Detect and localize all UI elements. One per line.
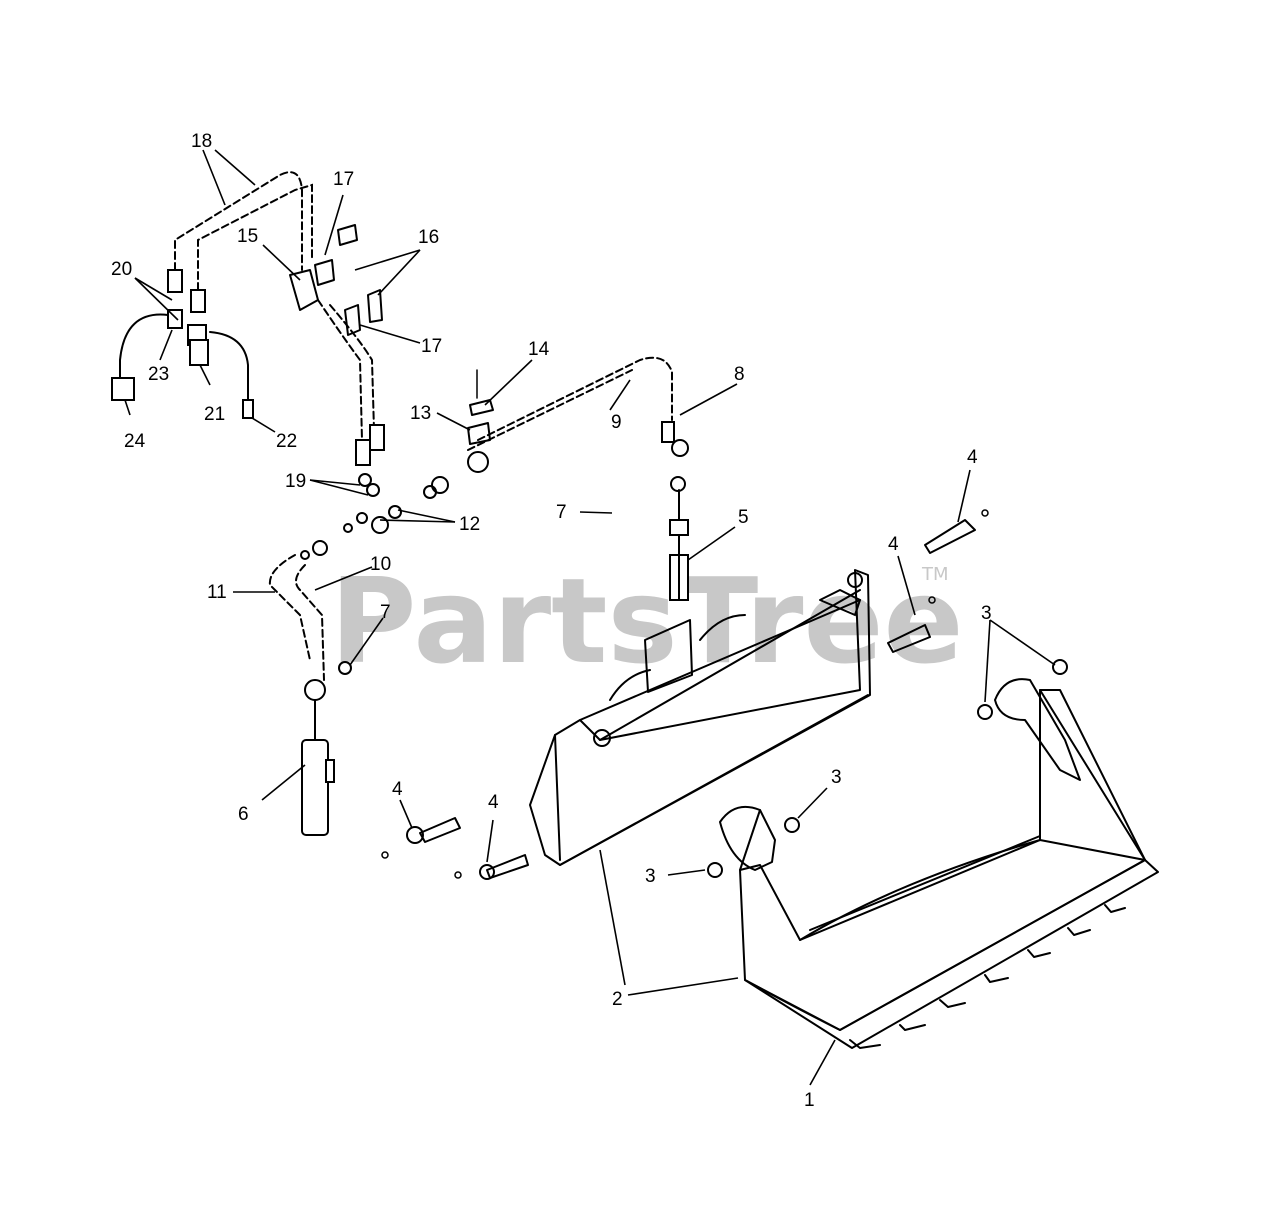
watermark-trademark: TM <box>921 564 949 585</box>
callout-14: 14 <box>528 339 550 360</box>
valve-block[interactable] <box>289 224 383 336</box>
fittings-12[interactable] <box>300 505 402 560</box>
callout-3a: 3 <box>981 603 992 624</box>
hose-9[interactable] <box>467 356 675 451</box>
callout-24: 24 <box>124 431 146 452</box>
cylinder-left[interactable] <box>301 679 335 836</box>
callout-8: 8 <box>734 364 745 385</box>
callout-4c: 4 <box>392 779 403 800</box>
fittings-13-14[interactable] <box>423 369 494 499</box>
callout-23: 23 <box>148 364 169 385</box>
bushings[interactable] <box>707 659 1068 878</box>
callout-13: 13 <box>410 403 431 424</box>
callout-4b: 4 <box>888 534 899 555</box>
callout-4d: 4 <box>488 792 499 813</box>
callout-10: 10 <box>370 554 391 575</box>
callout-19: 19 <box>285 471 306 492</box>
callout-3c: 3 <box>645 866 656 887</box>
callout-1: 1 <box>804 1090 815 1111</box>
callout-7b: 7 <box>380 602 391 623</box>
callout-21: 21 <box>204 404 225 425</box>
callout-6: 6 <box>238 804 249 825</box>
callout-7a: 7 <box>556 502 567 523</box>
pins[interactable] <box>381 509 989 880</box>
callout-5: 5 <box>738 507 749 528</box>
callout-11: 11 <box>207 582 227 603</box>
callout-2: 2 <box>612 989 623 1010</box>
callout-18: 18 <box>191 131 212 152</box>
bucket[interactable] <box>719 678 1159 1049</box>
loader-frame[interactable] <box>529 569 871 866</box>
callout-3b: 3 <box>831 767 842 788</box>
leader-lines <box>124 149 1056 1086</box>
callout-20: 20 <box>111 259 132 280</box>
hoses-20-24[interactable] <box>111 309 254 419</box>
hose-15-vertical[interactable] <box>317 299 385 497</box>
callout-16: 16 <box>418 227 439 248</box>
callout-12: 12 <box>459 514 480 535</box>
callout-4a: 4 <box>967 447 978 468</box>
cylinder-right[interactable] <box>669 439 689 601</box>
callouts: 1 2 3 3 3 4 4 4 4 5 6 7 7 8 9 10 11 12 1… <box>111 131 992 1111</box>
callout-22: 22 <box>276 431 297 452</box>
callout-9: 9 <box>611 412 622 433</box>
callout-15: 15 <box>237 226 258 247</box>
hose-18[interactable] <box>167 171 313 313</box>
callout-17b: 17 <box>421 336 442 357</box>
callout-17a: 17 <box>333 169 354 190</box>
hose-10-11[interactable] <box>268 554 352 681</box>
